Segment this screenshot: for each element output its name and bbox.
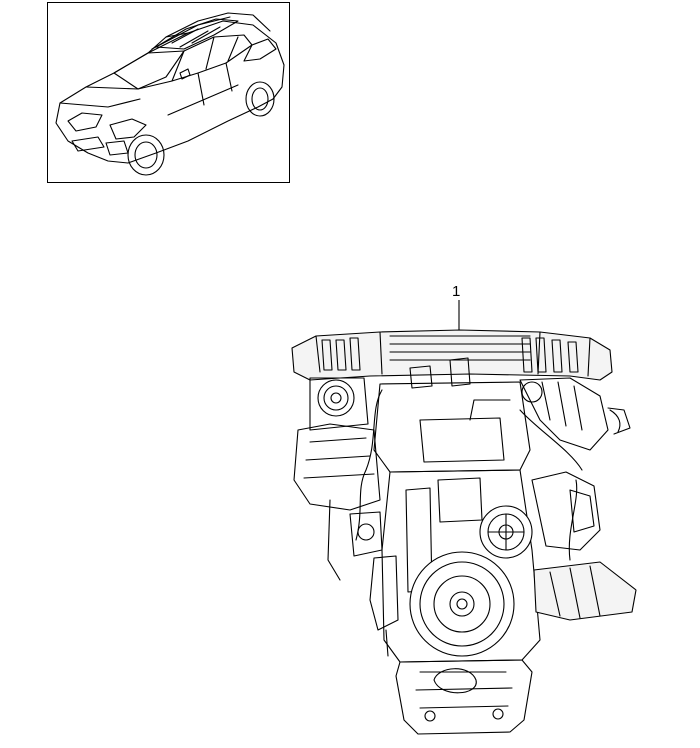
engine-assembly-drawing xyxy=(291,300,637,735)
suv-vehicle-icon xyxy=(55,12,285,176)
callout-label-1: 1 xyxy=(452,283,461,300)
vehicle-thumbnail xyxy=(47,2,290,183)
